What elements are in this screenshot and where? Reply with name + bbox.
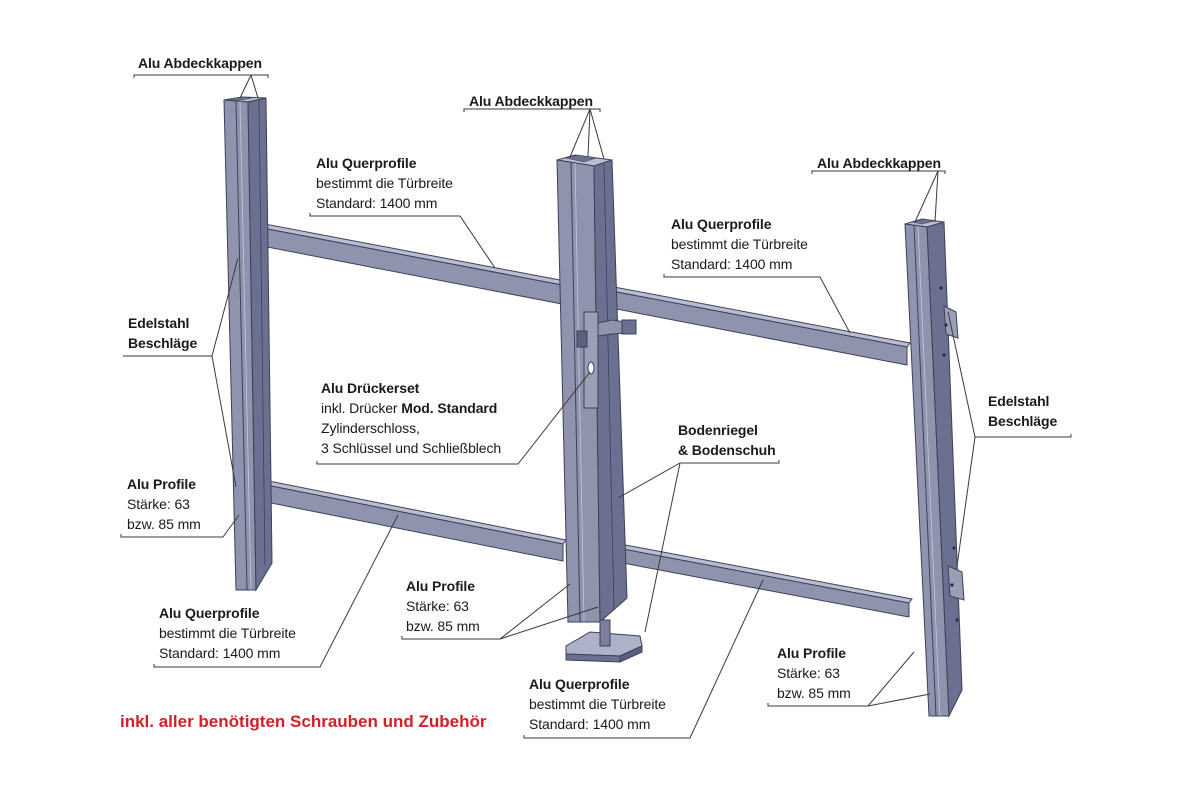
rail-bottom-middle-label: Alu Querprofile bestimmt die Türbreite S…: [529, 674, 666, 734]
handle-set-line1-bold: Mod. Standard: [401, 400, 498, 416]
rail-top-left-line2: Standard: 1400 mm: [316, 195, 438, 211]
fittings-left-line1: Edelstahl: [128, 315, 190, 331]
caps-right-title: Alu Abdeckkappen: [817, 155, 941, 171]
handle-set-line3: 3 Schlüssel und Schließblech: [321, 440, 502, 456]
handle-set-line1-prefix: inkl. Drücker: [321, 400, 402, 416]
profile-left-line2: bzw. 85 mm: [127, 516, 201, 532]
rail-bottom-left-line1: bestimmt die Türbreite: [159, 625, 296, 641]
profile-left-line1: Stärke: 63: [127, 496, 190, 512]
profile-middle-label: Alu Profile Stärke: 63 bzw. 85 mm: [406, 576, 480, 636]
caps-middle-label: Alu Abdeckkappen: [469, 91, 593, 111]
rail-top-left-title: Alu Querprofile: [316, 155, 417, 171]
profile-left-label: Alu Profile Stärke: 63 bzw. 85 mm: [127, 474, 201, 534]
rail-bottom-left-label: Alu Querprofile bestimmt die Türbreite S…: [159, 603, 296, 663]
profile-right-line1: Stärke: 63: [777, 665, 840, 681]
fittings-left-label: Edelstahl Beschläge: [128, 313, 197, 353]
fittings-right-line2: Beschläge: [988, 413, 1058, 429]
floor-bolt-label: Bodenriegel & Bodenschuh: [678, 420, 776, 460]
caps-right-label: Alu Abdeckkappen: [817, 153, 941, 173]
post-right: [904, 218, 965, 718]
rail-bottom-middle-line1: bestimmt die Türbreite: [529, 696, 666, 712]
fittings-right-label: Edelstahl Beschläge: [988, 391, 1057, 431]
rail-top-left-label: Alu Querprofile bestimmt die Türbreite S…: [316, 153, 453, 213]
rail-top-right: [605, 285, 911, 366]
accessories-note: inkl. aller benötigten Schrauben und Zub…: [120, 712, 487, 731]
caps-middle-title: Alu Abdeckkappen: [469, 93, 593, 109]
rail-top-right-line2: Standard: 1400 mm: [671, 256, 793, 272]
rail-top-right-label: Alu Querprofile bestimmt die Türbreite S…: [671, 214, 808, 274]
rail-top-left-line1: bestimmt die Türbreite: [316, 175, 453, 191]
leader-lines: [120, 74, 1072, 739]
profile-right-label: Alu Profile Stärke: 63 bzw. 85 mm: [777, 643, 851, 703]
rail-bottom-left-line2: Standard: 1400 mm: [159, 645, 281, 661]
rail-bottom-middle-title: Alu Querprofile: [529, 676, 630, 692]
post-middle: [556, 154, 643, 663]
fittings-left-line2: Beschläge: [128, 335, 198, 351]
rail-bottom-right: [611, 542, 913, 618]
profile-middle-line1: Stärke: 63: [406, 598, 469, 614]
post-left: [223, 96, 273, 592]
profile-middle-line2: bzw. 85 mm: [406, 618, 480, 634]
rail-top-right-line1: bestimmt die Türbreite: [671, 236, 808, 252]
caps-left-label: Alu Abdeckkappen: [138, 53, 262, 73]
floor-bolt-line1: Bodenriegel: [678, 422, 758, 438]
handle-set-line2: Zylinderschloss,: [321, 420, 420, 436]
handle-set-line1: inkl. Drücker Mod. Standard: [321, 398, 501, 418]
caps-left-title: Alu Abdeckkappen: [138, 55, 262, 71]
rail-top-right-title: Alu Querprofile: [671, 216, 772, 232]
rail-bottom-middle-line2: Standard: 1400 mm: [529, 716, 651, 732]
handle-set-label: Alu Drückerset inkl. Drücker Mod. Standa…: [321, 378, 501, 458]
fittings-right-line1: Edelstahl: [988, 393, 1050, 409]
profile-middle-title: Alu Profile: [406, 578, 475, 594]
profile-left-title: Alu Profile: [127, 476, 196, 492]
profile-right-title: Alu Profile: [777, 645, 846, 661]
profile-right-line2: bzw. 85 mm: [777, 685, 851, 701]
rail-bottom-left: [265, 480, 567, 562]
rail-top-left: [261, 223, 566, 305]
rail-bottom-left-title: Alu Querprofile: [159, 605, 260, 621]
handle-set-title: Alu Drückerset: [321, 380, 420, 396]
floor-bolt-line2: & Bodenschuh: [678, 442, 776, 458]
